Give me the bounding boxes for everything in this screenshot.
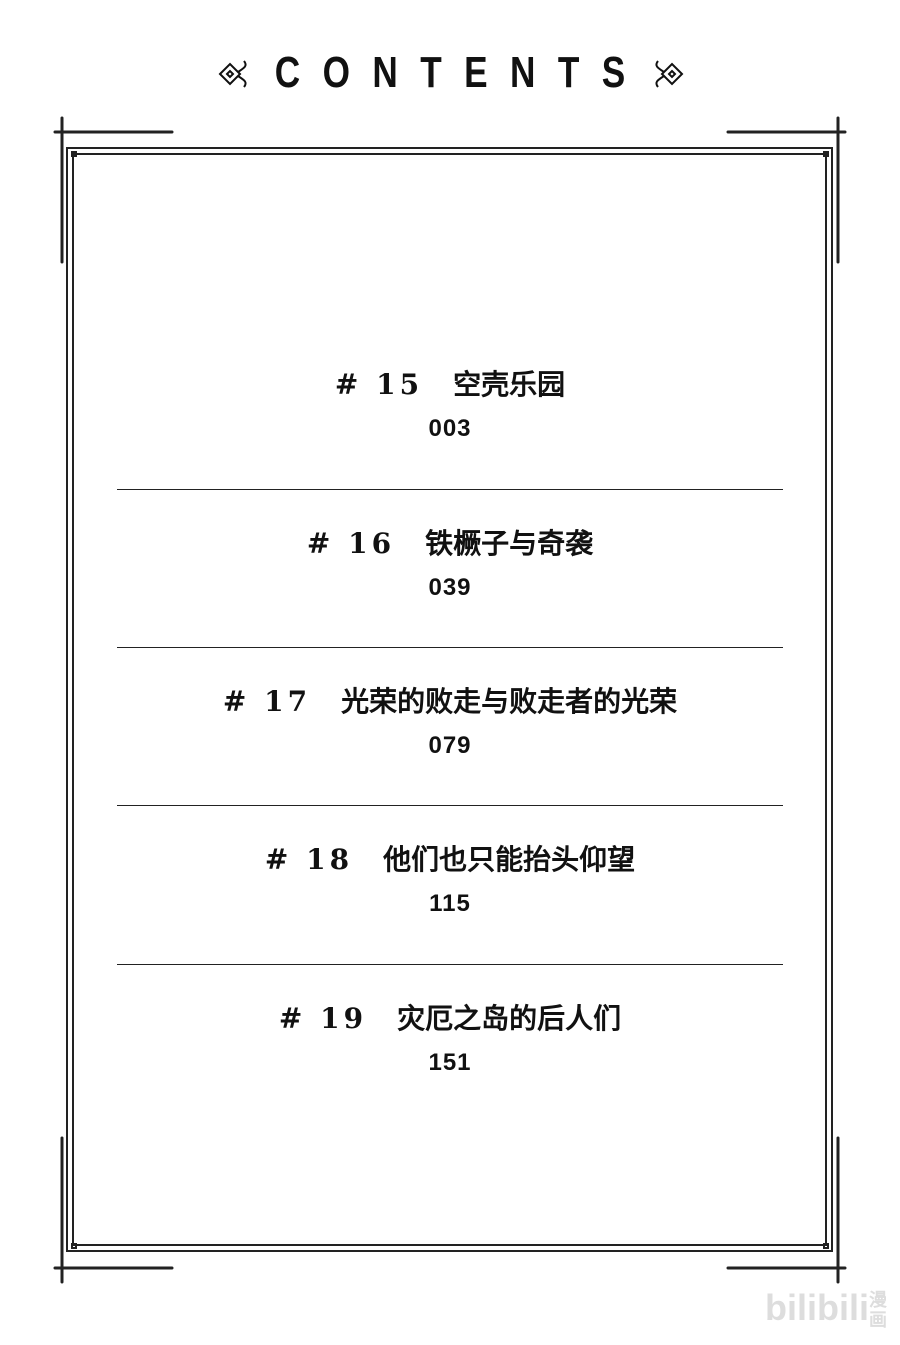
chapter-number: # 16 bbox=[306, 527, 396, 560]
page-title: CONTENTS bbox=[274, 48, 648, 97]
page-number: 151 bbox=[428, 1049, 472, 1076]
chapter-title: 空壳乐园 bbox=[453, 368, 566, 401]
page-number: 115 bbox=[429, 890, 471, 917]
ornament-left-icon bbox=[218, 60, 247, 88]
watermark-brand: bilibili bbox=[765, 1287, 869, 1328]
chapter-title: 灾厄之岛的后人们 bbox=[397, 1002, 622, 1035]
divider bbox=[117, 805, 783, 806]
chapter-number: # 17 bbox=[222, 685, 312, 718]
toc-entry[interactable]: # 16 铁橛子与奇袭 039 bbox=[0, 524, 900, 602]
toc-entry[interactable]: # 15 空壳乐园 003 bbox=[0, 365, 900, 443]
toc-entry[interactable]: # 18 他们也只能抬头仰望 115 bbox=[0, 840, 900, 918]
chapter-title: 铁橛子与奇袭 bbox=[425, 527, 594, 560]
chapter-title: 光荣的败走与败走者的光荣 bbox=[341, 685, 678, 718]
page-number: 039 bbox=[428, 574, 472, 601]
page-number: 003 bbox=[428, 415, 472, 442]
divider bbox=[117, 489, 783, 490]
watermark-cn: 漫画 bbox=[869, 1290, 887, 1331]
divider bbox=[117, 964, 783, 965]
chapter-title: 他们也只能抬头仰望 bbox=[383, 843, 636, 876]
ornament-right-icon bbox=[655, 60, 684, 88]
chapter-number: # 18 bbox=[264, 843, 354, 876]
page-number: 079 bbox=[428, 732, 472, 759]
divider bbox=[117, 647, 783, 648]
toc-entry[interactable]: # 19 灾厄之岛的后人们 151 bbox=[0, 999, 900, 1077]
toc-entry[interactable]: # 17 光荣的败走与败走者的光荣 079 bbox=[0, 682, 900, 760]
chapter-number: # 15 bbox=[334, 368, 424, 401]
bilibili-watermark: bilibili漫画 bbox=[765, 1287, 889, 1330]
chapter-number: # 19 bbox=[278, 1002, 368, 1035]
